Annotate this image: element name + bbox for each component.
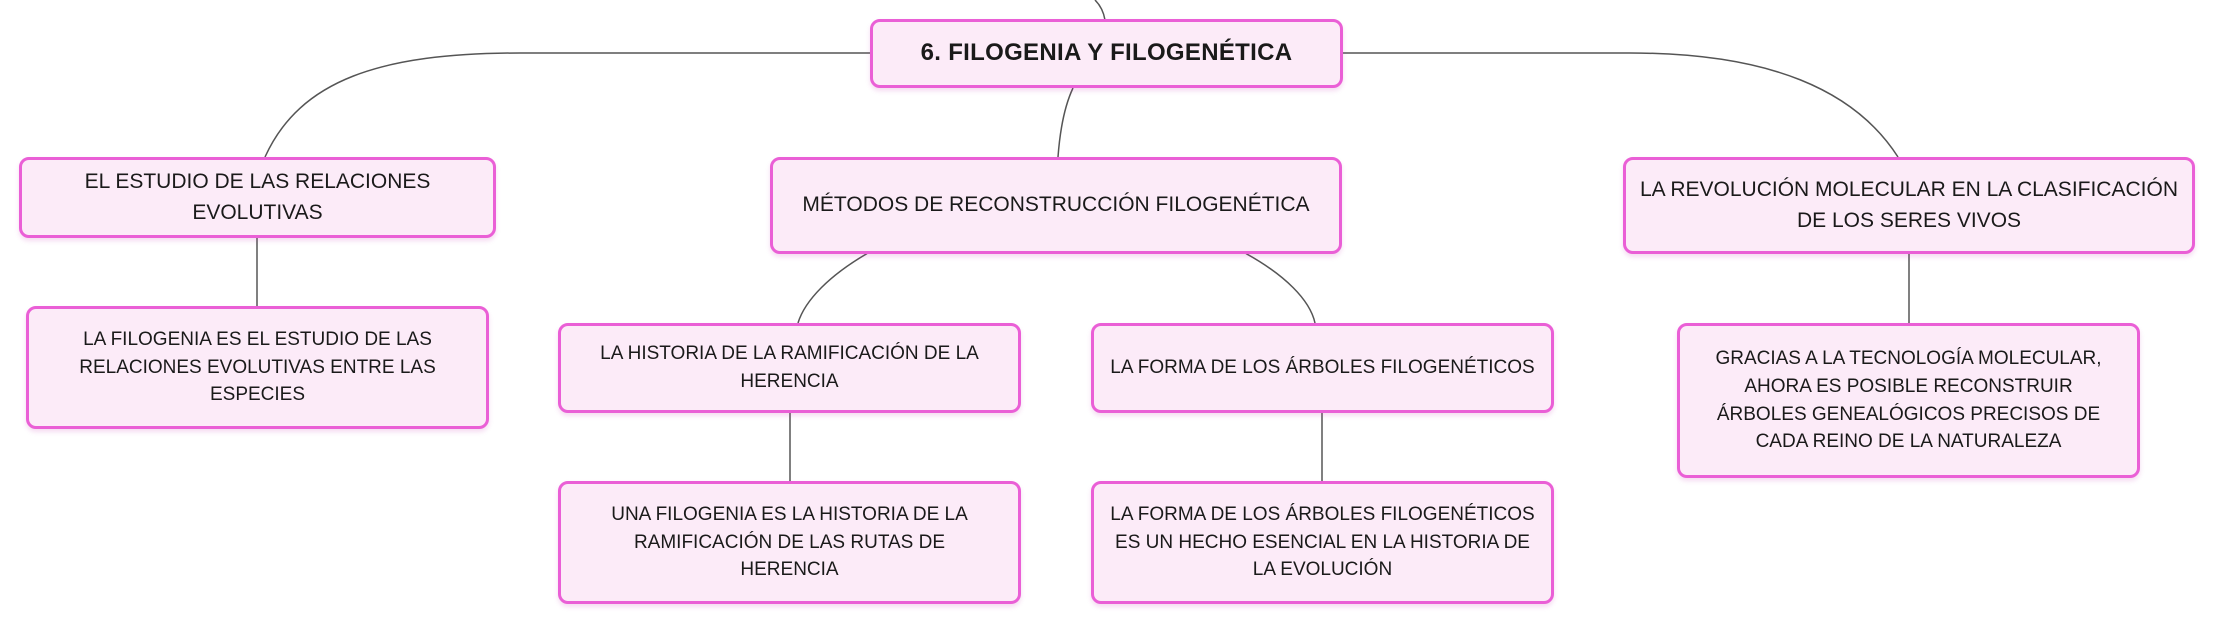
branch-node-estudio-relaciones[interactable]: EL ESTUDIO DE LAS RELACIONES EVOLUTIVAS: [19, 157, 496, 238]
branch-node-revolucion-molecular[interactable]: LA REVOLUCIÓN MOLECULAR EN LA CLASIFICAC…: [1623, 157, 2195, 254]
leaf-label: GRACIAS A LA TECNOLOGÍA MOLECULAR, AHORA…: [1715, 348, 2102, 453]
subtopic-node-historia-ramificacion[interactable]: LA HISTORIA DE LA RAMIFICACIÓN DE LA HER…: [558, 323, 1021, 413]
connector-branch-2-child-1: [797, 252, 869, 324]
branch-label: EL ESTUDIO DE LAS RELACIONES EVOLUTIVAS: [84, 170, 431, 224]
subtopic-node-forma-arboles[interactable]: LA FORMA DE LOS ÁRBOLES FILOGENÉTICOS: [1091, 323, 1554, 413]
connector-root-parent: [1094, 0, 1106, 21]
leaf-label: LA FILOGENIA ES EL ESTUDIO DE LAS RELACI…: [79, 329, 436, 406]
connector-root-branch-2: [1057, 87, 1074, 158]
subtopic-label: LA FORMA DE LOS ÁRBOLES FILOGENÉTICOS: [1110, 357, 1535, 379]
leaf-node-tecnologia-molecular[interactable]: GRACIAS A LA TECNOLOGÍA MOLECULAR, AHORA…: [1677, 323, 2140, 478]
root-topic-node[interactable]: 6. FILOGENIA Y FILOGENÉTICA: [870, 19, 1343, 88]
leaf-node-filogenia-estudio[interactable]: LA FILOGENIA ES EL ESTUDIO DE LAS RELACI…: [26, 306, 489, 429]
subtopic-label: LA HISTORIA DE LA RAMIFICACIÓN DE LA HER…: [600, 343, 979, 392]
root-topic-label: 6. FILOGENIA Y FILOGENÉTICA: [920, 39, 1293, 67]
leaf-label: UNA FILOGENIA ES LA HISTORIA DE LA RAMIF…: [611, 504, 968, 581]
leaf-label: LA FORMA DE LOS ÁRBOLES FILOGENÉTICOS ES…: [1110, 504, 1535, 581]
connector-branch-2-child-2: [1244, 252, 1316, 324]
branch-node-metodos-reconstruccion[interactable]: MÉTODOS DE RECONSTRUCCIÓN FILOGENÉTICA: [770, 157, 1342, 254]
branch-label: LA REVOLUCIÓN MOLECULAR EN LA CLASIFICAC…: [1640, 178, 2178, 232]
branch-label: MÉTODOS DE RECONSTRUCCIÓN FILOGENÉTICA: [802, 193, 1310, 217]
leaf-node-forma-hecho-esencial[interactable]: LA FORMA DE LOS ÁRBOLES FILOGENÉTICOS ES…: [1091, 481, 1554, 604]
leaf-node-filogenia-historia[interactable]: UNA FILOGENIA ES LA HISTORIA DE LA RAMIF…: [558, 481, 1021, 604]
connector-root-branch-3: [1343, 52, 1899, 158]
connector-root-branch-1: [264, 52, 870, 158]
